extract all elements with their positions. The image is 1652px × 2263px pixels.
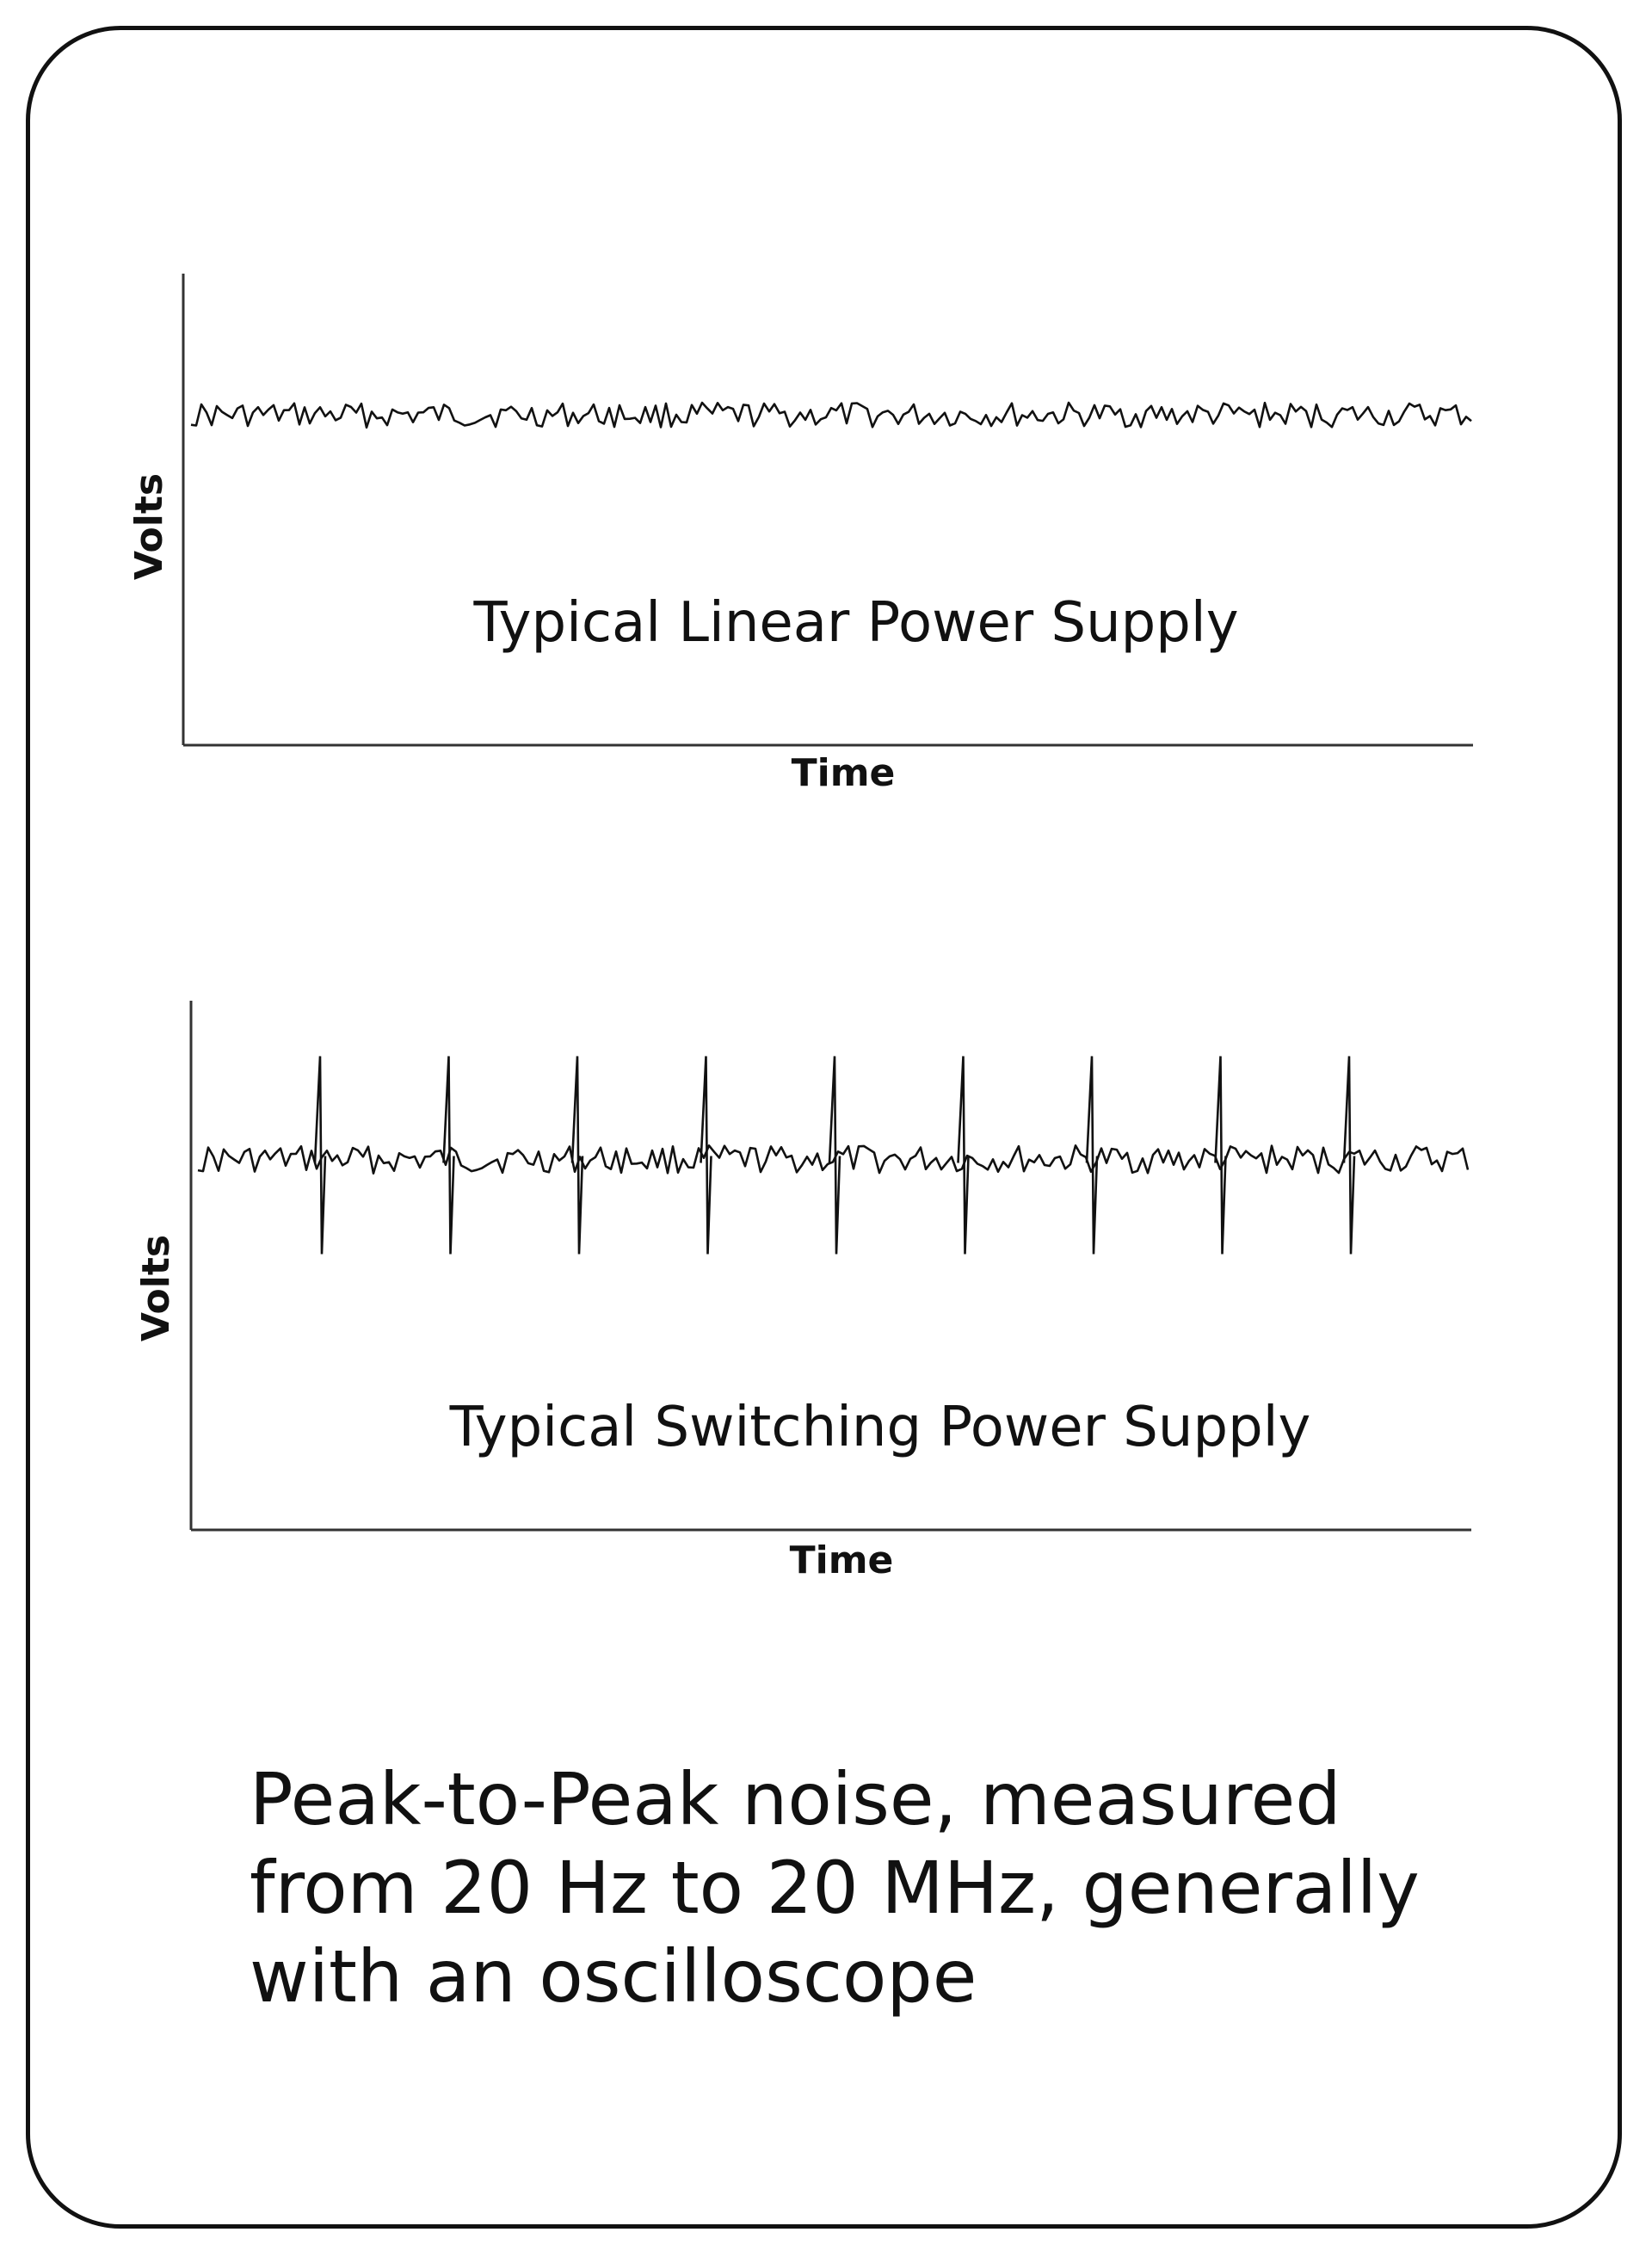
- switching-chart-title: Typical Switching Power Supply: [449, 1396, 1311, 1459]
- spike-4: [700, 1056, 712, 1255]
- switching-spikes: [313, 1056, 1356, 1255]
- spike-3: [570, 1056, 584, 1255]
- spike-7: [1085, 1056, 1099, 1255]
- linear-noise-trace: [190, 401, 1472, 429]
- caption-line-2: from 20 Hz to 20 MHz, generally: [250, 1846, 1420, 1930]
- spike-1: [313, 1056, 327, 1255]
- spike-9: [1342, 1056, 1356, 1255]
- spike-8: [1214, 1056, 1227, 1255]
- caption-line-1: Peak-to-Peak noise, measured: [250, 1757, 1341, 1841]
- switching-y-label: Volts: [134, 1235, 178, 1341]
- switching-supply-plot: Volts Typical Switching Power Supply Tim…: [134, 1001, 1471, 1582]
- caption: Peak-to-Peak noise, measured from 20 Hz …: [250, 1755, 1540, 2021]
- switching-x-label: Time: [790, 1538, 894, 1582]
- linear-supply-chart: Volts Typical Linear Power Supply Time: [0, 0, 1652, 860]
- figure-frame: [26, 26, 1622, 2229]
- spike-5: [828, 1056, 841, 1255]
- linear-y-label: Volts: [127, 473, 171, 580]
- linear-supply-plot: Volts Typical Linear Power Supply Time: [127, 274, 1473, 795]
- spike-6: [957, 1056, 970, 1255]
- caption-line-3: with an oscilloscope: [250, 1934, 977, 2019]
- spike-2: [442, 1056, 455, 1255]
- linear-chart-title: Typical Linear Power Supply: [472, 591, 1238, 655]
- switching-noise-trace: [197, 1144, 1470, 1175]
- switching-supply-chart: Volts Typical Switching Power Supply Tim…: [0, 0, 1652, 1582]
- linear-x-label: Time: [792, 751, 896, 795]
